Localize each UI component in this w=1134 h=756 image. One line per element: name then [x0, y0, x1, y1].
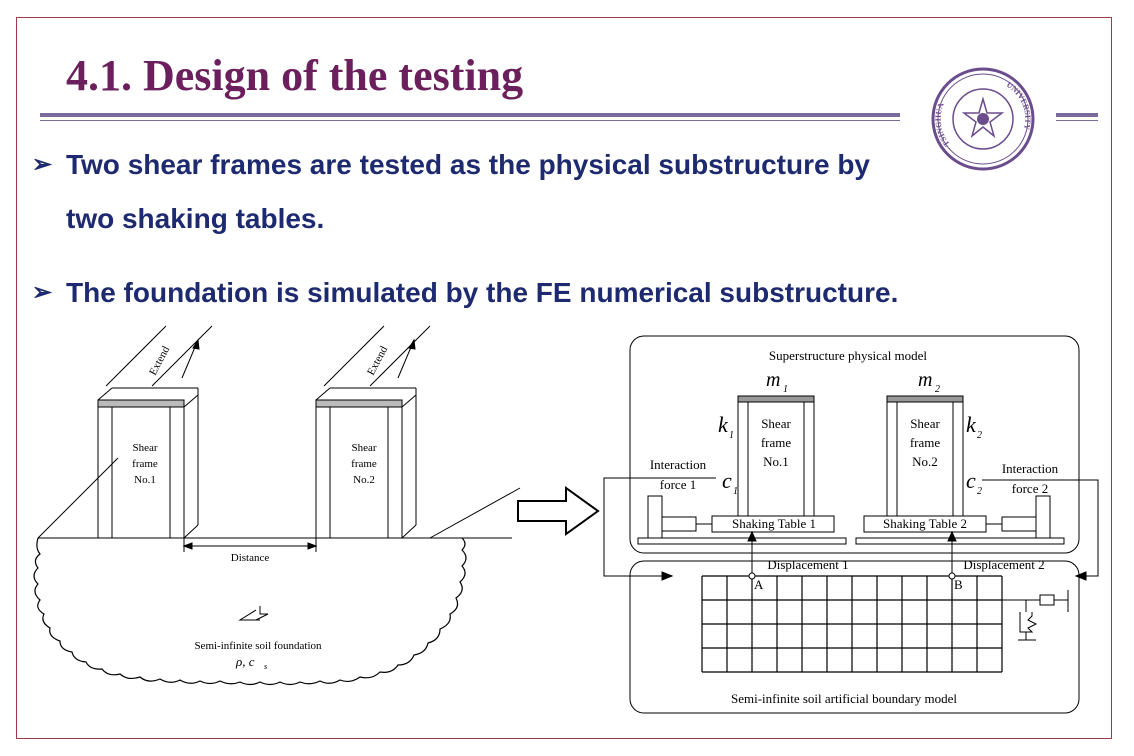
- model-frame-2-line2: frame: [910, 435, 941, 450]
- mass-2-label: m: [918, 369, 932, 391]
- model-frame-1-line2: frame: [761, 435, 792, 450]
- model-frame-1-line1: Shear: [761, 416, 791, 431]
- extend-label-2: Extend: [365, 344, 390, 378]
- mass-1-subscript: 1: [783, 384, 788, 395]
- stiffness-2-label: k: [966, 412, 977, 437]
- frame-1-label-line3: No.1: [134, 474, 156, 486]
- model-frame-2-line1: Shear: [910, 416, 940, 431]
- interaction-1-line2: force 1: [660, 477, 696, 492]
- frame-2-label-line3: No.2: [353, 474, 375, 486]
- damping-2-label: c: [966, 468, 976, 493]
- point-b-label: B: [954, 577, 963, 592]
- frame-2-drawing: [315, 325, 431, 539]
- stiffness-2-subscript: 2: [977, 430, 982, 441]
- superstructure-box: [629, 335, 1080, 554]
- damping-1-label: c: [722, 468, 732, 493]
- model-frame-1-line3: No.1: [763, 454, 789, 469]
- rho-cs-label: ρ, c: [235, 654, 255, 669]
- mass-2-subscript: 2: [935, 384, 940, 395]
- bullet-1-line-2: two shaking tables.: [66, 203, 325, 234]
- base-2: [855, 537, 1065, 545]
- slide-title: 4.1. Design of the testing: [66, 51, 524, 100]
- wavy-soil-boundary: [33, 537, 467, 686]
- frame-1-label-line1: Shear: [132, 442, 157, 454]
- damping-1-subscript: 1: [733, 486, 738, 497]
- arrow-bullet-icon: ➢: [32, 279, 53, 306]
- frame-2-label-line2: frame: [351, 458, 377, 470]
- arrow-bullet-icon: ➢: [32, 151, 53, 178]
- ground-perspective-left: [37, 457, 119, 539]
- transform-arrow-icon: [517, 486, 600, 536]
- title-rule-right-thin: [1056, 120, 1098, 121]
- interaction-2-line2: force 2: [1012, 481, 1048, 496]
- stiffness-1-subscript: 1: [729, 430, 734, 441]
- actuator-1-body: [647, 495, 663, 539]
- title-rule: [40, 113, 900, 117]
- frame-2-label-line1: Shear: [351, 442, 376, 454]
- university-seal-icon: TSINGHUA UNIVERSITY: [931, 67, 1035, 171]
- superstructure-title: Superstructure physical model: [769, 348, 928, 363]
- rho-cs-subscript: s: [264, 662, 267, 671]
- displacement-1-label: Displacement 1: [767, 557, 848, 572]
- interaction-force-1-line: [603, 477, 716, 577]
- ground-perspective-right: [429, 487, 521, 539]
- damping-2-subscript: 2: [977, 486, 982, 497]
- bullet-2: ➢ The foundation is simulated by the FE n…: [32, 266, 1112, 320]
- interaction-2-line1: Interaction: [1002, 461, 1059, 476]
- actuator-2-body: [1035, 495, 1051, 539]
- point-a-node: [748, 572, 756, 580]
- bullet-1-line-1: Two shear frames are tested as the physi…: [66, 149, 871, 180]
- mass-1-label: m: [766, 369, 780, 391]
- frame-1-drawing: [97, 325, 213, 539]
- shaking-table-2-label: Shaking Table 2: [883, 516, 967, 531]
- frame-1-label-line2: frame: [132, 458, 158, 470]
- displacement-2-label: Displacement 2: [963, 557, 1044, 572]
- extend-label-1: Extend: [147, 344, 172, 378]
- stiffness-1-label: k: [718, 412, 729, 437]
- soil-boundary-box: [629, 560, 1080, 714]
- point-b-node: [948, 572, 956, 580]
- foundation-label: Semi-infinite soil foundation: [194, 640, 322, 652]
- spring-dashpot-icon: [1002, 590, 1069, 641]
- bullet-1: ➢ Two shear frames are tested as the phys…: [32, 138, 1092, 246]
- base-1: [637, 537, 847, 545]
- interaction-force-2-line: [982, 479, 1099, 577]
- bullet-2-text: The foundation is simulated by the FE nu…: [66, 277, 899, 308]
- slide-frame: [16, 17, 1112, 739]
- soil-boundary-title: Semi-infinite soil artificial boundary m…: [731, 691, 957, 706]
- shaking-table-1-label: Shaking Table 1: [732, 516, 816, 531]
- interaction-1-line1: Interaction: [650, 457, 707, 472]
- title-rule-right: [1056, 113, 1098, 117]
- distance-label: Distance: [231, 552, 270, 564]
- title-rule-thin: [40, 120, 900, 121]
- point-a-label: A: [754, 577, 764, 592]
- model-frame-2-line3: No.2: [912, 454, 938, 469]
